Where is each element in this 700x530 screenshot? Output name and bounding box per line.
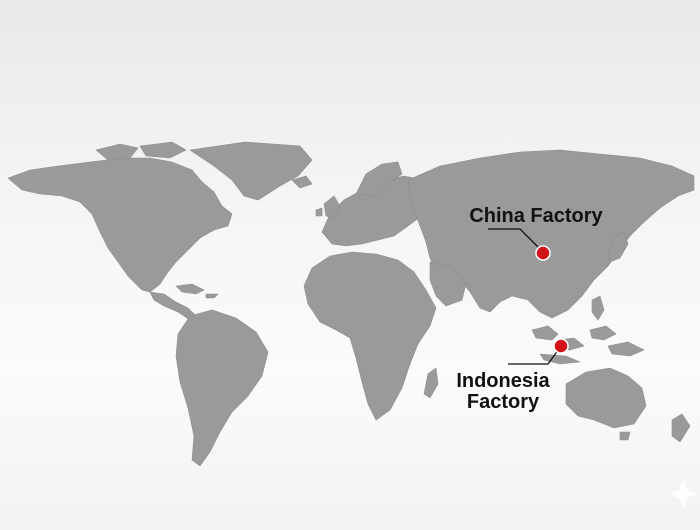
sparkle-icon	[669, 480, 697, 508]
new-zealand-landmass	[671, 413, 691, 443]
scandinavia-landmass	[355, 161, 403, 197]
indonesia-factory-marker[interactable]: Indonesia Factory	[456, 338, 569, 413]
australia-landmass	[565, 367, 647, 429]
north-america-landmass	[7, 157, 233, 293]
china-location-dot[interactable]	[535, 245, 551, 261]
indonesia-location-dot[interactable]	[553, 338, 569, 354]
british-isles-landmass	[315, 195, 341, 219]
arctic-islands-landmass	[95, 141, 187, 161]
arabian-peninsula-landmass	[429, 261, 467, 307]
southeast-asia-islands-landmass	[531, 325, 645, 365]
china-factory-marker[interactable]: China Factory	[469, 205, 604, 261]
caribbean-islands-landmass	[175, 283, 219, 299]
indonesia-label-line-2: Factory	[467, 391, 540, 413]
indonesia-label-line-1: Indonesia	[456, 370, 550, 392]
central-america-landmass	[149, 291, 197, 321]
philippines-landmass	[591, 295, 605, 321]
africa-landmass	[303, 251, 437, 421]
south-america-landmass	[175, 309, 269, 467]
japan-landmass	[607, 231, 629, 263]
iceland-landmass	[291, 175, 313, 189]
madagascar-landmass	[423, 367, 439, 399]
tasmania-landmass	[619, 431, 631, 441]
china-leader-line	[488, 228, 544, 253]
china-factory-label: China Factory	[469, 205, 603, 227]
greenland-landmass	[189, 141, 313, 201]
